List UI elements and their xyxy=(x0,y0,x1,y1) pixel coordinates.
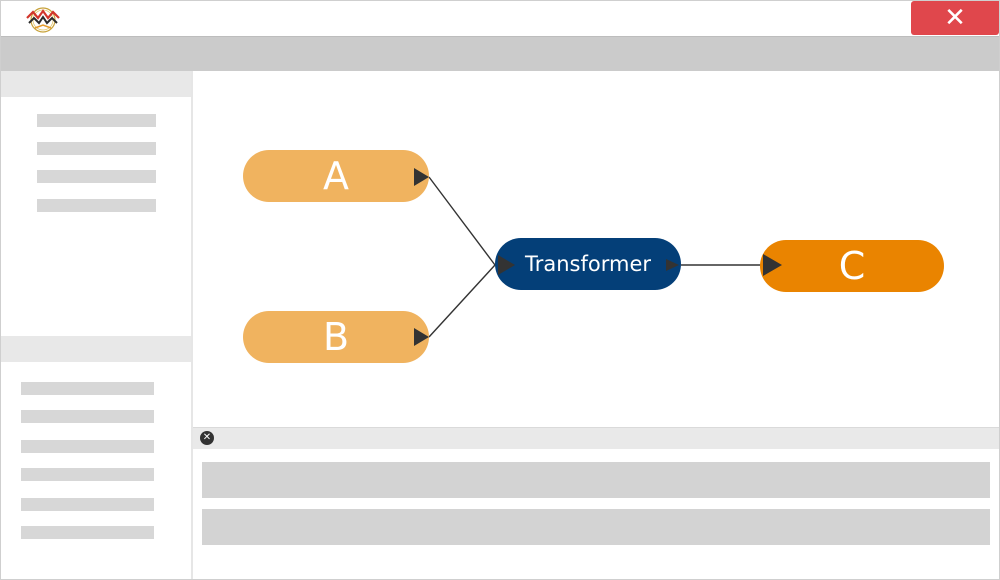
node-transformer-label: Transformer xyxy=(524,252,651,276)
panel-row[interactable] xyxy=(202,509,990,545)
panel-row[interactable] xyxy=(202,462,990,498)
sidebar-item[interactable] xyxy=(37,114,156,127)
close-circle-icon[interactable]: ✕ xyxy=(200,431,214,445)
app-logo-icon xyxy=(26,7,60,33)
sidebar-item[interactable] xyxy=(37,199,156,212)
sidebar xyxy=(1,71,193,579)
diagram-edges xyxy=(428,176,767,338)
sidebar-item[interactable] xyxy=(21,440,154,453)
sidebar-item[interactable] xyxy=(21,410,154,423)
node-a[interactable]: A xyxy=(243,150,429,202)
toolbar xyxy=(1,36,999,71)
sidebar-item[interactable] xyxy=(21,382,154,395)
sidebar-item[interactable] xyxy=(21,498,154,511)
sidebar-item[interactable] xyxy=(37,170,156,183)
node-c[interactable]: C xyxy=(760,240,944,292)
node-a-label: A xyxy=(323,154,349,198)
edge-a-to-transformer xyxy=(428,176,496,266)
diagram-canvas: A B Transformer C xyxy=(193,71,999,427)
sidebar-item[interactable] xyxy=(37,142,156,155)
window-close-button[interactable]: ✕ xyxy=(911,1,999,35)
sidebar-item[interactable] xyxy=(21,526,154,539)
sidebar-section-header xyxy=(1,71,191,97)
node-c-label: C xyxy=(838,244,866,288)
close-icon: ✕ xyxy=(944,3,966,33)
node-b-label: B xyxy=(322,315,350,359)
sidebar-section-header xyxy=(1,336,191,362)
node-transformer[interactable]: Transformer xyxy=(495,238,681,290)
node-b[interactable]: B xyxy=(243,311,429,363)
title-bar: ✕ xyxy=(1,1,999,36)
bottom-panel: ✕ xyxy=(193,427,999,579)
edge-b-to-transformer xyxy=(428,264,496,338)
sidebar-item[interactable] xyxy=(21,468,154,481)
bottom-panel-header: ✕ xyxy=(193,427,999,449)
